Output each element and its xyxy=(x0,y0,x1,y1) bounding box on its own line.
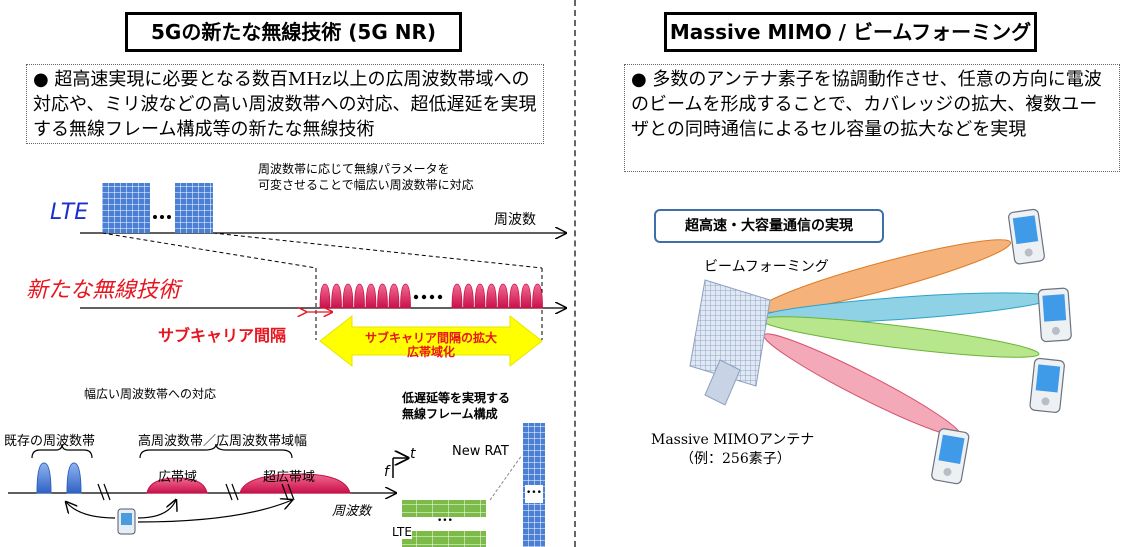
left-title: 5Gの新たな無線技術 (5G NR) xyxy=(125,12,462,52)
lte-spectrum xyxy=(80,183,566,233)
new-subcarrier xyxy=(451,283,463,309)
new-subcarrier xyxy=(486,283,497,309)
freq-label: 周波数 xyxy=(494,212,536,228)
new-subcarrier xyxy=(388,283,400,309)
rat-dots: ••• xyxy=(526,488,542,498)
new-tech-label: 新たな無線技術 xyxy=(26,278,181,303)
lte-label: LTE xyxy=(50,200,89,225)
frame-diagram xyxy=(392,423,545,547)
low-latency-line2: 無線フレーム構成 xyxy=(402,407,498,421)
new-subcarrier xyxy=(365,283,377,309)
high-band-label: 高周波数帯／広周波数帯域幅 xyxy=(138,434,308,449)
antenna-label-line1: Massive MIMOアンテナ xyxy=(651,432,815,448)
new-subcarrier xyxy=(474,283,486,309)
wideband-label: 広帯域 xyxy=(158,470,198,485)
new-rat-label: New RAT xyxy=(452,444,509,459)
expand-arrow xyxy=(319,314,543,368)
new-subcarrier xyxy=(400,283,411,309)
capacity-badge: 超高速・大容量通信の実現 xyxy=(654,209,884,243)
new-subcarrier xyxy=(377,283,388,309)
new-subcarrier xyxy=(520,283,532,309)
freq-axis-label: 周波数 xyxy=(332,504,372,519)
new-subcarrier xyxy=(463,283,474,309)
wide-band-title: 幅広い周波数帯への対応 xyxy=(84,387,217,401)
ultra-wideband-label: 超広帯域 xyxy=(263,470,316,485)
subcarrier-spacing-label: サブキャリア間隔 xyxy=(158,326,287,345)
new-subcarrier xyxy=(331,283,342,309)
new-subcarrier xyxy=(319,283,331,309)
subcarrier-expand-line2: 広帯域化 xyxy=(406,345,455,359)
new-subcarrier xyxy=(509,283,520,309)
low-latency-line1: 低遅延等を実現する xyxy=(402,391,511,405)
new-subcarrier xyxy=(342,283,354,309)
param-caption-line1: 周波数帯に応じて無線パラメータを xyxy=(258,162,450,176)
beam-diagram xyxy=(689,239,1054,437)
existing-band-label: 既存の周波数帯 xyxy=(4,434,96,449)
beamforming-label: ビームフォーミング xyxy=(704,259,829,275)
phone-icons xyxy=(931,208,1072,485)
antenna-label-line2: （例：256素子） xyxy=(680,451,791,467)
axis-t-label: t xyxy=(410,446,416,462)
axis-f-label: f xyxy=(384,464,389,480)
new-subcarrier xyxy=(354,283,365,309)
section-divider xyxy=(574,0,576,547)
left-description: ● 超高速実現に必要となる数百MHz以上の広周波数帯域への対応や、ミリ波などの高… xyxy=(26,64,544,144)
frame-dots: ••• xyxy=(437,516,453,526)
param-caption-line2: 可変させることで幅広い周波数帯に対応 xyxy=(258,178,474,192)
right-title: Massive MIMO / ビームフォーミング xyxy=(664,12,1037,52)
band-diagram xyxy=(8,443,396,535)
new-subcarrier xyxy=(532,283,543,309)
lte-small-label: LTE xyxy=(392,525,412,539)
new-subcarrier xyxy=(497,283,509,309)
new-tech-spectrum xyxy=(80,283,566,309)
right-description: ● 多数のアンテナ素子を協調動作させ、任意の方向に電波のビームを形成することで、… xyxy=(624,64,1120,172)
subcarrier-expand-line1: サブキャリア間隔の拡大 xyxy=(364,331,497,345)
